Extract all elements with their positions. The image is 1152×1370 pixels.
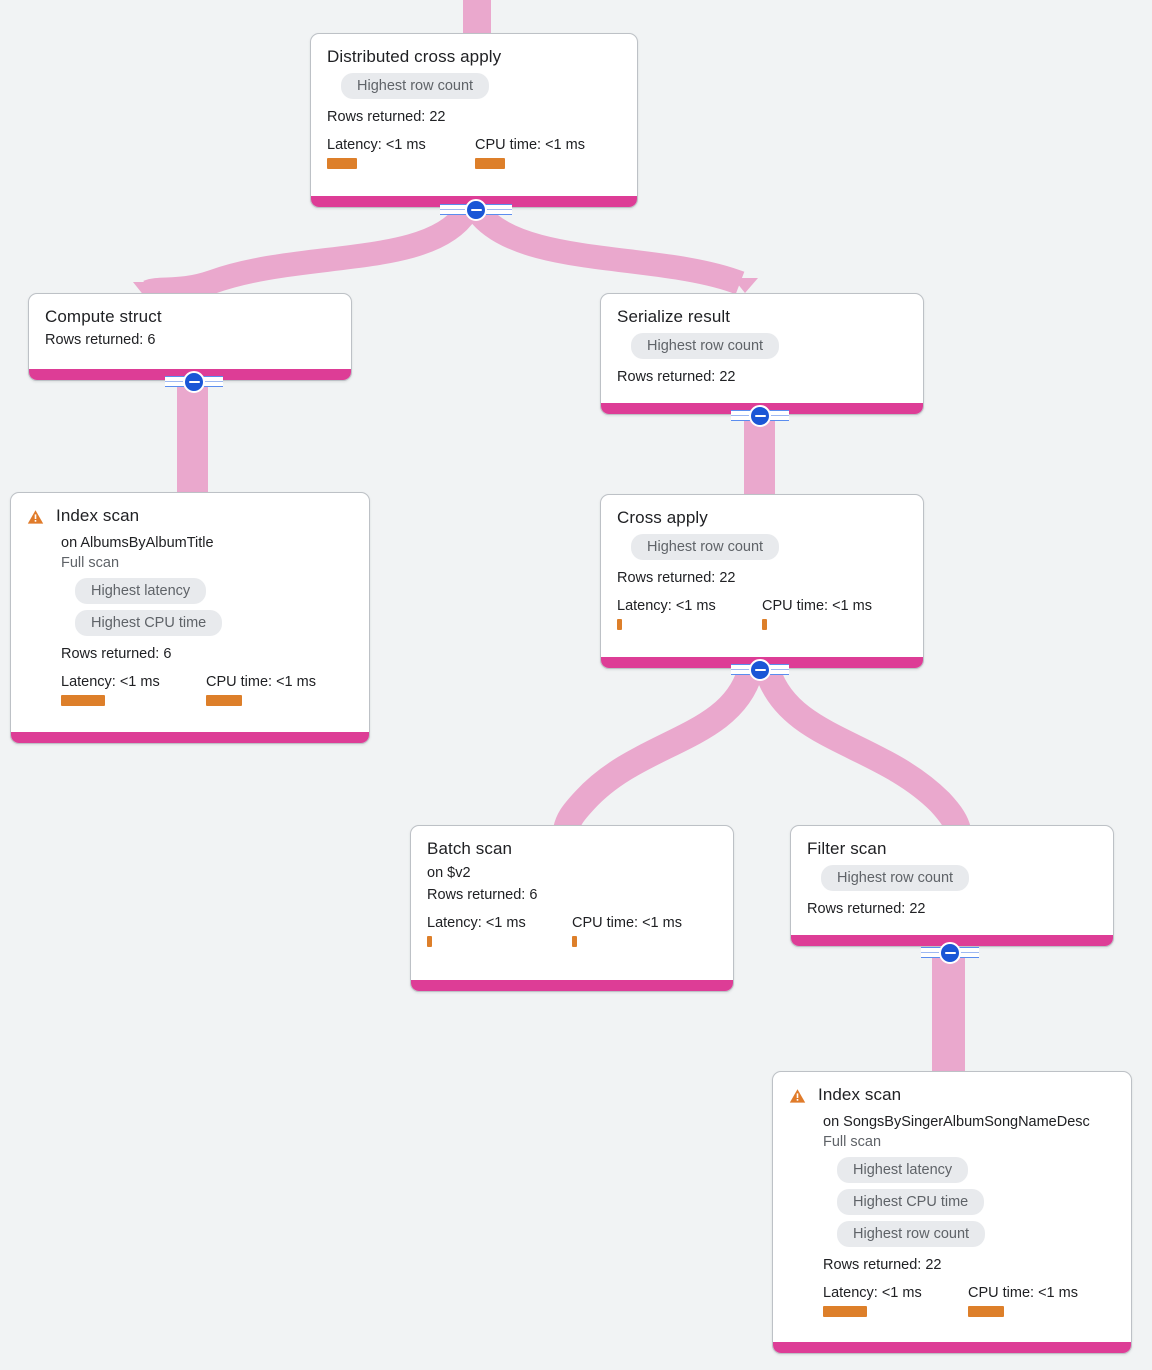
cpu-bar bbox=[572, 936, 577, 947]
cpu-metric: CPU time: <1 ms bbox=[762, 597, 872, 630]
plan-node-filter-scan[interactable]: Filter scan Highest row count Rows retur… bbox=[790, 825, 1114, 947]
latency-bar bbox=[61, 695, 105, 706]
cpu-metric: CPU time: <1 ms bbox=[206, 673, 316, 706]
rows-returned: Rows returned: 6 bbox=[61, 646, 172, 662]
edge-root-to-compute-struct bbox=[143, 204, 477, 304]
edge-root-incoming bbox=[463, 0, 491, 36]
node-title: Index scan bbox=[818, 1085, 902, 1104]
node-title: Serialize result bbox=[617, 307, 731, 326]
rows-returned: Rows returned: 22 bbox=[327, 109, 446, 125]
latency-bar bbox=[617, 619, 622, 630]
rows-returned: Rows returned: 6 bbox=[427, 887, 538, 903]
badge-highest-cpu-time: Highest CPU time bbox=[837, 1189, 985, 1215]
latency-label: Latency: <1 ms bbox=[327, 137, 426, 153]
rows-returned: Rows returned: 22 bbox=[823, 1257, 942, 1273]
latency-bar bbox=[823, 1306, 867, 1317]
cpu-label: CPU time: <1 ms bbox=[475, 137, 585, 153]
badge-highest-row-count: Highest row count bbox=[341, 73, 490, 99]
cpu-label: CPU time: <1 ms bbox=[572, 915, 682, 931]
latency-label: Latency: <1 ms bbox=[61, 674, 160, 690]
collapse-button-filter-scan[interactable] bbox=[939, 942, 961, 964]
latency-label: Latency: <1 ms bbox=[823, 1285, 922, 1301]
collapse-button-distributed-cross-apply[interactable] bbox=[465, 199, 487, 221]
plan-node-index-scan-albums[interactable]: Index scan on AlbumsByAlbumTitle Full sc… bbox=[10, 492, 370, 744]
edge-filter-scan-to-index-scan bbox=[932, 950, 965, 1076]
cpu-bar bbox=[206, 695, 242, 706]
plan-node-serialize-result[interactable]: Serialize result Highest row count Rows … bbox=[600, 293, 924, 415]
index-name: on SongsBySingerAlbumSongNameDesc bbox=[823, 1114, 1090, 1130]
badge-highest-row-count: Highest row count bbox=[631, 333, 780, 359]
plan-node-compute-struct[interactable]: Compute struct Rows returned: 6 bbox=[28, 293, 352, 381]
cpu-metric: CPU time: <1 ms bbox=[572, 914, 682, 947]
cpu-bar bbox=[968, 1306, 1004, 1317]
rows-returned: Rows returned: 6 bbox=[45, 332, 156, 348]
edge-cross-apply-to-batch-scan bbox=[553, 667, 763, 833]
badge-highest-cpu-time: Highest CPU time bbox=[75, 610, 223, 636]
node-status-bar bbox=[11, 732, 369, 743]
rows-returned: Rows returned: 22 bbox=[807, 901, 926, 917]
warning-icon bbox=[27, 509, 44, 530]
node-title: Filter scan bbox=[807, 839, 887, 858]
rows-returned: Rows returned: 22 bbox=[617, 570, 736, 586]
plan-node-index-scan-songs[interactable]: Index scan on SongsBySingerAlbumSongName… bbox=[772, 1071, 1132, 1354]
warning-icon bbox=[789, 1088, 806, 1109]
collapse-button-cross-apply[interactable] bbox=[749, 659, 771, 681]
latency-label: Latency: <1 ms bbox=[427, 915, 526, 931]
badge-highest-latency: Highest latency bbox=[75, 578, 207, 604]
node-status-bar bbox=[773, 1342, 1131, 1353]
latency-label: Latency: <1 ms bbox=[617, 598, 716, 614]
index-name: on AlbumsByAlbumTitle bbox=[61, 535, 214, 551]
edge-cross-apply-to-filter-scan bbox=[755, 667, 971, 834]
latency-metric: Latency: <1 ms bbox=[823, 1284, 968, 1317]
cpu-metric: CPU time: <1 ms bbox=[475, 136, 585, 169]
node-status-bar bbox=[791, 935, 1113, 946]
collapse-button-serialize-result[interactable] bbox=[749, 405, 771, 427]
cpu-label: CPU time: <1 ms bbox=[206, 674, 316, 690]
latency-metric: Latency: <1 ms bbox=[61, 673, 206, 706]
edge-compute-struct-to-index-scan bbox=[177, 380, 208, 492]
badge-highest-row-count: Highest row count bbox=[631, 534, 780, 560]
cpu-label: CPU time: <1 ms bbox=[968, 1285, 1078, 1301]
plan-node-cross-apply[interactable]: Cross apply Highest row count Rows retur… bbox=[600, 494, 924, 669]
node-title: Index scan bbox=[56, 506, 140, 525]
edge-root-to-serialize-result bbox=[468, 204, 745, 295]
node-title: Compute struct bbox=[45, 307, 162, 326]
cpu-metric: CPU time: <1 ms bbox=[968, 1284, 1078, 1317]
node-title: Distributed cross apply bbox=[327, 47, 502, 66]
latency-metric: Latency: <1 ms bbox=[427, 914, 572, 947]
latency-metric: Latency: <1 ms bbox=[617, 597, 762, 630]
badge-highest-row-count: Highest row count bbox=[821, 865, 970, 891]
scan-source: on $v2 bbox=[427, 865, 471, 881]
plan-node-batch-scan[interactable]: Batch scan on $v2 Rows returned: 6 Laten… bbox=[410, 825, 734, 992]
edge-arrow-serialize-result bbox=[733, 278, 758, 293]
node-title: Batch scan bbox=[427, 839, 513, 858]
node-status-bar bbox=[411, 980, 733, 991]
latency-metric: Latency: <1 ms bbox=[327, 136, 475, 169]
cpu-label: CPU time: <1 ms bbox=[762, 598, 872, 614]
plan-node-distributed-cross-apply[interactable]: Distributed cross apply Highest row coun… bbox=[310, 33, 638, 208]
rows-returned: Rows returned: 22 bbox=[617, 369, 736, 385]
badge-highest-latency: Highest latency bbox=[837, 1157, 969, 1183]
scan-note: Full scan bbox=[61, 555, 120, 571]
latency-bar bbox=[427, 936, 432, 947]
node-title: Cross apply bbox=[617, 508, 708, 527]
latency-bar bbox=[327, 158, 357, 169]
cpu-bar bbox=[762, 619, 767, 630]
badge-highest-row-count: Highest row count bbox=[837, 1221, 986, 1247]
scan-note: Full scan bbox=[823, 1134, 882, 1150]
cpu-bar bbox=[475, 158, 505, 169]
collapse-button-compute-struct[interactable] bbox=[183, 371, 205, 393]
